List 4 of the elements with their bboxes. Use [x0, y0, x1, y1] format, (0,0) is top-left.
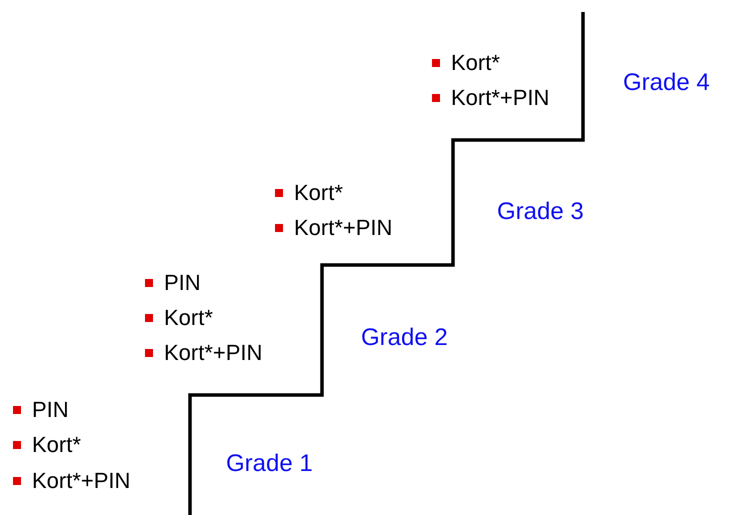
grade-label: Grade 4 [623, 70, 710, 96]
grade-label: Grade 1 [226, 451, 313, 477]
grade-label: Grade 2 [361, 325, 448, 351]
grade-label: Grade 3 [497, 199, 584, 225]
